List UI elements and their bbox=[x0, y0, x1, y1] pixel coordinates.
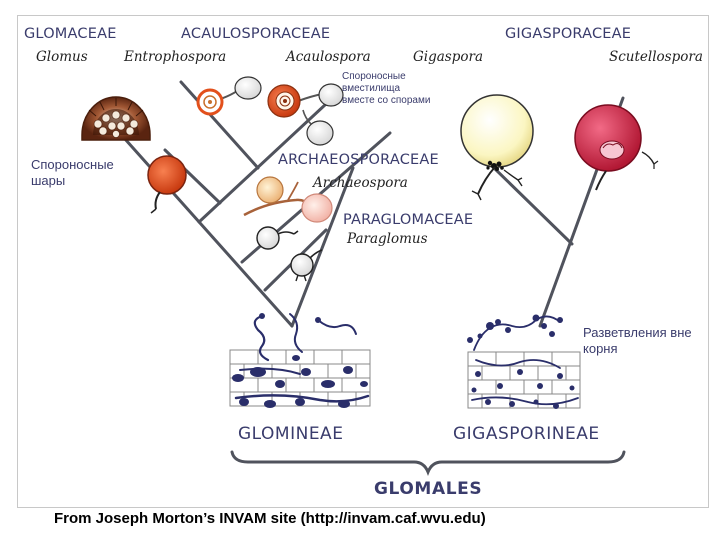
genus-label-glomus: Glomus bbox=[36, 49, 88, 65]
paraglomus-spore bbox=[256, 226, 323, 282]
figure-frame bbox=[17, 15, 709, 508]
gigaspora-spore bbox=[460, 94, 534, 201]
genus-label-acaulospora: Acaulospora bbox=[286, 49, 371, 65]
scutellospora-spore bbox=[574, 104, 659, 191]
source-credit: From Joseph Morton’s INVAM site (http://… bbox=[54, 510, 486, 527]
annotation-sporocarps: Спороносные шары bbox=[31, 157, 114, 188]
genus-label-gigaspora: Gigaspora bbox=[413, 49, 483, 65]
genus-label-entrophospora: Entrophospora bbox=[124, 49, 227, 65]
genus-label-scutellospora: Scutellospora bbox=[609, 49, 703, 65]
suborder-label-glomineae: GLOMINEAE bbox=[238, 424, 344, 444]
annotation-extraradical-branching: Разветвления вне корня bbox=[583, 325, 692, 356]
family-label-archaeosporaceae: ARCHAEOSPORACEAE bbox=[278, 152, 439, 168]
genus-label-archaeospora: Archaeospora bbox=[313, 175, 408, 191]
order-brace bbox=[230, 450, 626, 477]
tree-branches bbox=[98, 80, 625, 328]
family-label-paraglomaceae: PARAGLOMACEAE bbox=[343, 212, 474, 228]
archaeospora-spore bbox=[243, 176, 333, 223]
acaulospora-spore bbox=[267, 83, 344, 146]
suborder-label-gigasporineae: GIGASPORINEAE bbox=[453, 424, 600, 444]
entrophospora-spore bbox=[196, 76, 262, 116]
genus-label-paraglomus: Paraglomus bbox=[347, 231, 428, 247]
family-label-glomaceae: GLOMACEAE bbox=[24, 26, 117, 42]
glomus-spore bbox=[147, 155, 187, 214]
glomineae-root-illustration bbox=[229, 313, 371, 408]
family-label-gigasporaceae: GIGASPORACEAE bbox=[505, 26, 632, 42]
order-label-glomales: GLOMALES bbox=[374, 479, 483, 499]
family-label-acaulosporaceae: ACAULOSPORACEAE bbox=[181, 26, 331, 42]
gigasporineae-root-illustration bbox=[467, 314, 581, 409]
glomus-sporocarp bbox=[81, 96, 151, 141]
annotation-sporiferous-saccules: Спороносные вместилища вместе со спорами bbox=[342, 71, 431, 106]
